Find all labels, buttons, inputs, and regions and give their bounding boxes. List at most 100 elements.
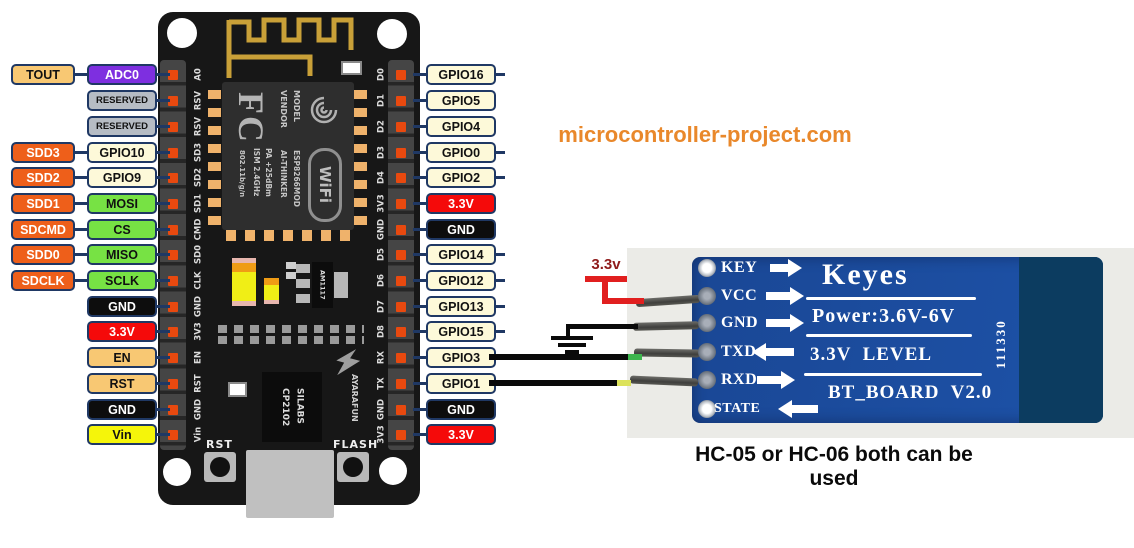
esp-text: AI-THINKER xyxy=(279,150,288,198)
bt-pin-label: GND xyxy=(721,314,759,331)
pin xyxy=(396,379,406,389)
pin xyxy=(396,199,406,209)
silkscreen-label: D8 xyxy=(376,325,386,338)
pin-row: SDD2 GPIO9 xyxy=(2,167,170,188)
pin-row: 3.3V xyxy=(413,424,496,445)
pin xyxy=(396,225,406,235)
pin xyxy=(396,148,406,158)
pin-row: SDD1 MOSI xyxy=(2,193,170,214)
flash-button xyxy=(337,452,369,482)
silkscreen-label: CMD xyxy=(193,218,203,241)
castellated-pads xyxy=(226,230,352,241)
fcc-logo: FC xyxy=(231,92,271,144)
pin xyxy=(168,173,178,183)
pin-row: GND xyxy=(2,399,170,420)
ground-symbol xyxy=(551,336,593,340)
pin-row: GPIO12 xyxy=(413,270,505,291)
pin-row: GPIO13 xyxy=(413,296,505,317)
arrow-right-icon xyxy=(766,287,804,305)
pin-row: GND xyxy=(413,219,496,240)
bt-hole-key xyxy=(698,259,716,277)
bt-pin-label: STATE xyxy=(714,401,761,416)
usb-connector xyxy=(246,450,334,518)
led xyxy=(228,382,247,397)
smd-pad xyxy=(286,262,296,269)
pin-label: GPIO10 xyxy=(87,142,157,163)
pin xyxy=(396,70,406,80)
arrow-right-icon xyxy=(770,259,802,277)
silkscreen-label: D1 xyxy=(376,94,386,107)
txd-wire-tip xyxy=(628,354,642,360)
pin xyxy=(168,302,178,312)
wifi-logo: WiFi xyxy=(308,148,342,222)
pin xyxy=(396,327,406,337)
pin-row: RESERVED xyxy=(2,90,170,111)
red-wire xyxy=(602,298,644,304)
bt-pin-txd xyxy=(633,348,701,358)
pin-label: GND xyxy=(426,399,496,420)
pin xyxy=(396,276,406,286)
pin xyxy=(168,199,178,209)
pin-row: GPIO15 xyxy=(413,321,505,342)
pin-label: SDD0 xyxy=(11,244,75,265)
pin-label: GPIO4 xyxy=(426,116,496,137)
pin xyxy=(168,148,178,158)
silkscreen-label: D6 xyxy=(376,274,386,287)
bt-hole-gnd xyxy=(698,314,716,332)
bt-hole-txd xyxy=(698,343,716,361)
pin-label: GPIO13 xyxy=(426,296,496,317)
caption: HC-05 or HC-06 both can be used xyxy=(695,443,973,490)
vendor-logo-icon xyxy=(310,96,338,124)
bt-level-text: 3.3V LEVEL xyxy=(810,344,933,365)
pin-row: EN xyxy=(2,347,170,368)
arrow-left-icon xyxy=(752,343,794,361)
supply-voltage-label: 3.3v xyxy=(591,256,621,273)
silkscreen-label: SD0 xyxy=(193,244,203,265)
esp-text: VENDOR xyxy=(279,90,288,128)
pin-row: RST xyxy=(2,373,170,394)
silkscreen-label: RSV xyxy=(193,116,203,137)
silkscreen-label: D7 xyxy=(376,300,386,313)
silkscreen-label: RSV xyxy=(193,90,203,111)
pin-label: MISO xyxy=(87,244,157,265)
pin xyxy=(168,353,178,363)
silkscreen-label: RX xyxy=(376,350,386,365)
wifi-antenna-icon xyxy=(226,17,354,78)
brand-text: AYARAFUN xyxy=(350,374,359,422)
site-title: microcontroller-project.com xyxy=(558,122,852,147)
voltage-regulator-chip: AM1117 xyxy=(312,262,333,308)
pin-label: GND xyxy=(87,399,157,420)
bt-power-text: Power:3.6V-6V xyxy=(812,305,956,327)
mounting-hole xyxy=(379,457,407,485)
pin xyxy=(168,250,178,260)
silkscreen-label: 3V3 xyxy=(193,322,203,341)
pin xyxy=(168,379,178,389)
pin-label: 3.3V xyxy=(426,193,496,214)
silkscreen-label: SD1 xyxy=(193,193,203,214)
trace-line xyxy=(806,297,976,300)
pin-label: 3.3V xyxy=(87,321,157,342)
bt-serial-number: 111330 xyxy=(993,319,1008,369)
pin xyxy=(396,302,406,312)
bt-hole-vcc xyxy=(698,287,716,305)
pin-label: RST xyxy=(87,373,157,394)
ground-symbol xyxy=(558,343,586,347)
pin xyxy=(396,405,406,415)
esp-text: MODEL xyxy=(292,90,301,122)
pin-label: GPIO14 xyxy=(426,244,496,265)
silkscreen-label: EN xyxy=(193,351,203,364)
esp-text: 802.11b/g/n xyxy=(238,150,246,198)
pin-label: GPIO0 xyxy=(426,142,496,163)
ground-symbol xyxy=(565,350,579,354)
smd-pad xyxy=(296,279,310,288)
pin-row: GPIO2 xyxy=(413,167,505,188)
esp-text: ESP8266MOD xyxy=(292,150,301,207)
mounting-hole xyxy=(377,19,407,49)
ground-wire xyxy=(566,324,638,329)
pin xyxy=(396,96,406,106)
pin-label: MOSI xyxy=(87,193,157,214)
pin-label: GND xyxy=(426,219,496,240)
pin-label: SDD3 xyxy=(11,142,75,163)
silkscreen-label: D3 xyxy=(376,146,386,159)
pin-row: GND xyxy=(413,399,496,420)
